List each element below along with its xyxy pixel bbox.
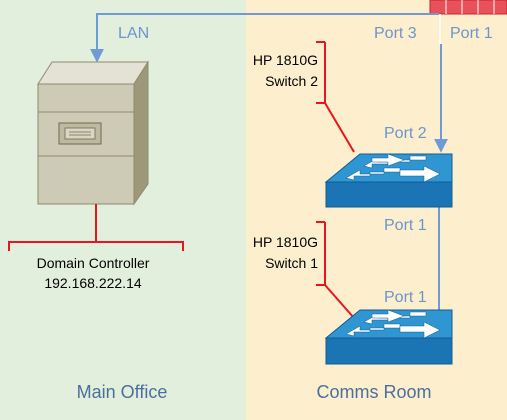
switch2-port1-label: Port 1 [384,217,427,234]
router-port3-label: Port 3 [374,25,417,42]
server-ip: 192.168.222.14 [44,275,142,291]
switch2-name-line2: Switch 2 [265,73,318,89]
lan-label: LAN [118,25,149,42]
main-office-label: Main Office [77,382,168,402]
network-switch-icon [324,153,453,208]
router-port1-label: Port 1 [450,25,493,42]
lan-link [90,13,439,63]
switch1-name-line1: HP 1810G [253,234,318,250]
switch2-label-bracket [316,41,355,153]
router-device-icon [429,0,507,15]
server-name: Domain Controller [37,255,150,271]
switch2-port2-label: Port 2 [384,125,427,142]
switch2-name-line1: HP 1810G [253,52,318,68]
server-label-bracket [8,204,184,251]
server-tower-icon [37,60,149,206]
switch1-port1-label: Port 1 [384,289,427,306]
switch1-label-bracket [316,221,355,319]
comms-room-label: Comms Room [316,382,431,402]
switch1-name-line2: Switch 1 [265,255,318,271]
network-switch-icon [324,309,453,365]
